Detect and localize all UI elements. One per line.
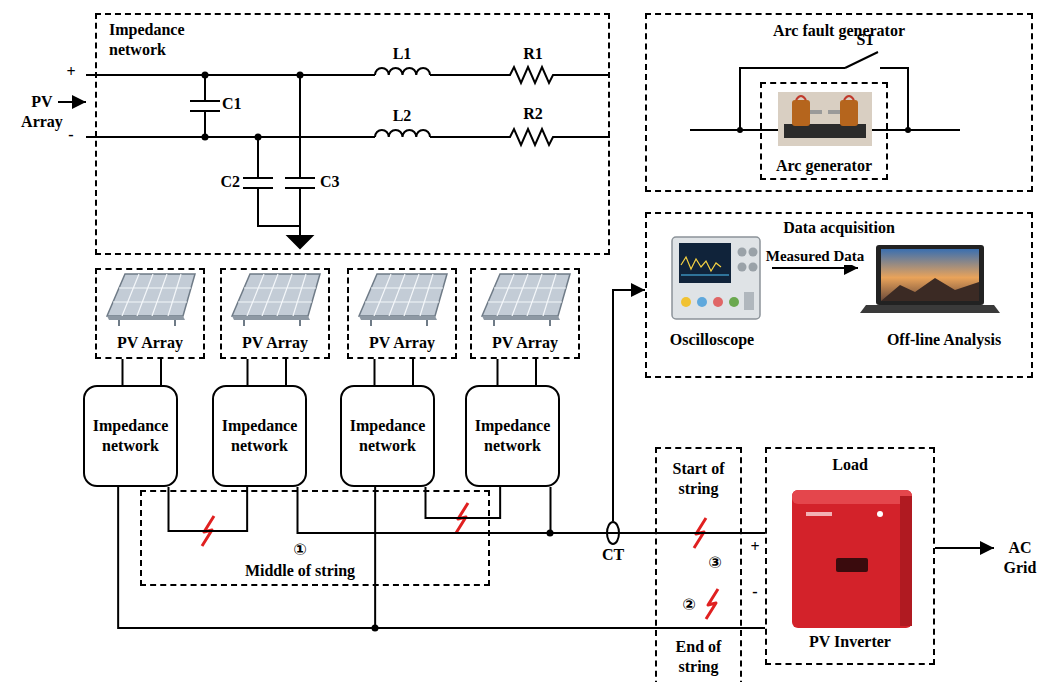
oscilloscope-picture (672, 237, 760, 319)
wire-connector (551, 487, 599, 533)
component-label: R1 (520, 44, 546, 64)
component-label: C2 (214, 172, 240, 192)
wire-connector (535, 359, 537, 385)
ac-output-arrow (935, 547, 994, 549)
box-label: Impedance network (214, 416, 305, 456)
component-label: L2 (389, 106, 415, 126)
pv-array-box: PV Array (470, 268, 580, 359)
device-label: Arc generator (762, 156, 886, 176)
array-label: PV Array (97, 333, 203, 353)
ct-symbol (598, 522, 628, 544)
pv-array-box: PV Array (347, 268, 457, 359)
box-label: Impedance network (85, 416, 176, 456)
location-label: Start of string (658, 459, 739, 499)
switch-label: S1 (852, 30, 878, 50)
laptop-device: Off-line Analysis (858, 238, 1030, 353)
device-label: Oscilloscope (652, 330, 772, 350)
device-label: PV Inverter (767, 632, 933, 652)
sensor-label: CT (593, 545, 633, 565)
component-label: C3 (320, 172, 346, 192)
pv-panel-pictures (107, 274, 570, 326)
pv-array-box: PV Array (95, 268, 205, 359)
group-title: Load (767, 455, 933, 475)
arc-generator-box: Arc generator (760, 82, 888, 180)
device-label: Off-line Analysis (858, 330, 1030, 350)
load-group: Load PV Inverter (765, 447, 935, 665)
impedance-schematic (58, 67, 610, 248)
box-label: Impedance network (342, 416, 433, 456)
wire-connector (298, 487, 599, 533)
wire-connector (247, 359, 249, 385)
arc-generator-photo (778, 92, 872, 146)
edge-label: Measured Data (766, 247, 864, 265)
array-label: PV Array (222, 333, 328, 353)
wire-connector (122, 359, 124, 385)
wire-connector (160, 359, 162, 385)
array-label: PV Array (472, 333, 578, 353)
location-label: Middle of string (195, 561, 405, 581)
wire-connector (375, 487, 765, 628)
oscilloscope-device: Oscilloscope (652, 232, 772, 353)
impedance-network-box: Impedance network (83, 385, 178, 487)
impedance-network-box: Impedance network (212, 385, 307, 487)
callout-number: ① (285, 540, 315, 560)
pv-array-box: PV Array (220, 268, 330, 359)
group-title: Impedance network (109, 20, 197, 60)
wire-connector (374, 359, 376, 385)
impedance-network-box: Impedance network (465, 385, 560, 487)
current-transformer: CT (598, 521, 628, 568)
arc-fault-generator-group: Arc fault generatorArc generator (645, 13, 1033, 192)
fault-location-group: ①Middle of string (140, 490, 490, 586)
box-label: Impedance network (467, 416, 558, 456)
terminal-sign: + (747, 537, 763, 557)
wire-connector (169, 487, 248, 531)
group-title: Arc fault generator (647, 21, 1031, 41)
wire-connector (412, 359, 414, 385)
wire-connector (118, 487, 765, 628)
group-title: Data acquisition (647, 218, 1031, 238)
terminal-sign: - (62, 125, 80, 145)
terminal-sign: + (62, 62, 80, 82)
callout-number: ② (677, 595, 701, 615)
callout-number: ③ (703, 553, 727, 573)
component-label: L1 (389, 44, 415, 64)
source-label: PV Array (18, 92, 66, 132)
wire-connector (772, 267, 858, 269)
array-label: PV Array (349, 333, 455, 353)
wire-connector (285, 359, 287, 385)
wire-connector (628, 532, 765, 534)
arc-fault-symbols (202, 503, 718, 619)
inverter-picture (792, 490, 912, 628)
terminal-sign: - (747, 582, 763, 602)
component-label: C1 (222, 94, 248, 114)
wire-connector (497, 359, 499, 385)
junction-dots (202, 72, 912, 632)
component-label: R2 (520, 104, 546, 124)
laptop-picture (860, 245, 1000, 313)
impedance-network-box: Impedance network (340, 385, 435, 487)
wire-connector (613, 290, 645, 521)
fault-location-group: Start of string ③ ② End of string (655, 447, 742, 682)
output-label: AC Grid (998, 538, 1042, 578)
location-label: End of string (658, 637, 739, 677)
data-acquisition-group: Data acquisitionOscilloscope Off-line Ana… (645, 212, 1033, 378)
